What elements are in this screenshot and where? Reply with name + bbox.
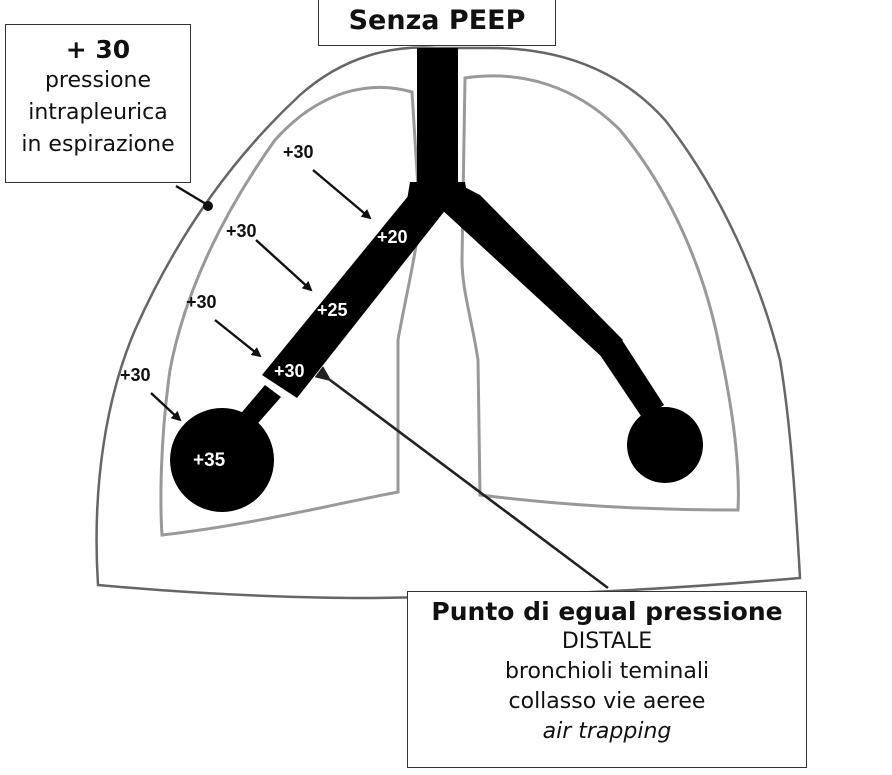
right-bronchiole xyxy=(600,340,664,419)
epp-line-collasso: collasso vie aeree xyxy=(508,689,706,714)
pleural-pressure-value: + 30 xyxy=(65,35,131,64)
right-lung-outline xyxy=(460,74,740,512)
epp-line-bronchioli: bronchioli teminali xyxy=(504,659,710,684)
equal-pressure-point-box: Punto di egual pressione DISTALE bronchi… xyxy=(407,591,807,768)
epp-pointer-arrow xyxy=(314,366,609,590)
pleural-arrow-1 xyxy=(312,169,372,220)
left-lung-outline xyxy=(159,85,422,537)
pleural-arrow-3 xyxy=(214,319,262,358)
left-bronchus xyxy=(262,184,447,398)
pleural-pressure-label-3: +30 xyxy=(186,292,217,312)
pleural-pressure-label-4: +30 xyxy=(120,365,151,385)
airway-pressure-20: +20 xyxy=(377,227,408,247)
airway-pressure-25: +25 xyxy=(317,300,348,320)
epp-line-air-trapping: air trapping xyxy=(542,719,672,744)
left-alveolus xyxy=(170,408,274,512)
title-box: Senza PEEP xyxy=(318,0,556,46)
right-alveolus xyxy=(627,407,703,483)
airway-pressure-30: +30 xyxy=(274,361,305,381)
alveolus-pressure-35: +35 xyxy=(193,450,226,471)
pleural-pressure-box: + 30 pressione intrapleurica in espirazi… xyxy=(5,24,191,183)
pleural-box-line-2: intrapleurica xyxy=(28,100,168,125)
pleural-box-pointer xyxy=(175,184,207,206)
diagram-title: Senza PEEP xyxy=(348,5,526,36)
epp-heading: Punto di egual pressione xyxy=(431,597,783,626)
trachea xyxy=(417,48,458,188)
pleural-pressure-label-2: +30 xyxy=(226,221,257,241)
pleural-arrow-4 xyxy=(150,392,182,422)
right-bronchus xyxy=(440,178,623,358)
pleural-box-line-3: in espirazione xyxy=(21,132,175,157)
pleural-box-pointer-dot xyxy=(203,201,213,211)
epp-line-distale: DISTALE xyxy=(561,629,653,654)
pleural-box-line-1: pressione xyxy=(44,68,152,93)
pleural-pressure-label-1: +30 xyxy=(283,142,314,162)
pleural-arrow-2 xyxy=(255,239,313,292)
